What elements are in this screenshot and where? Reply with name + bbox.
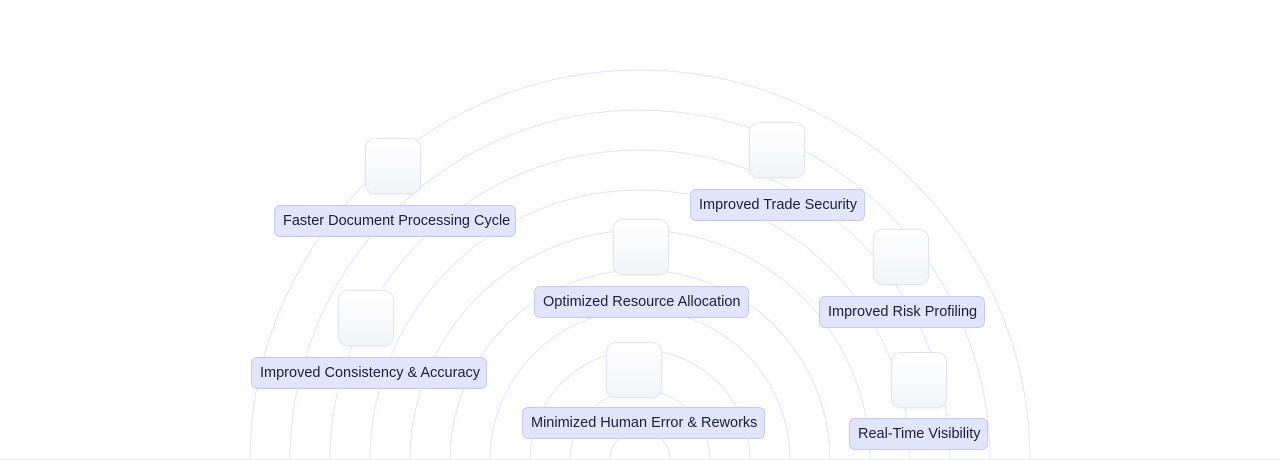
benefit-label-minimized-human-error: Minimized Human Error & Reworks [522, 407, 765, 439]
benefit-label-real-time-visibility: Real-Time Visibility [849, 418, 988, 450]
benefit-label-optimized-resource-allocation: Optimized Resource Allocation [534, 286, 749, 318]
benefit-label-improved-consistency-accuracy: Improved Consistency & Accuracy [251, 357, 487, 389]
benefit-label-faster-document-processing: Faster Document Processing Cycle [274, 205, 516, 237]
benefit-icon-card-faster-document-processing [365, 138, 421, 194]
benefit-icon-card-optimized-resource-allocation [613, 219, 669, 275]
benefit-icon-card-improved-risk-profiling [873, 229, 929, 285]
concentric-arc-10 [249, 69, 1031, 460]
concentric-arc-9 [289, 109, 991, 460]
benefit-icon-card-improved-consistency-accuracy [338, 290, 394, 346]
benefit-icon-card-real-time-visibility [891, 352, 947, 408]
benefit-label-improved-risk-profiling: Improved Risk Profiling [819, 296, 985, 328]
benefit-icon-card-minimized-human-error [606, 342, 662, 398]
concentric-arc-7 [369, 189, 911, 460]
benefit-icon-card-improved-trade-security [749, 122, 805, 178]
benefit-label-improved-trade-security: Improved Trade Security [690, 189, 865, 221]
